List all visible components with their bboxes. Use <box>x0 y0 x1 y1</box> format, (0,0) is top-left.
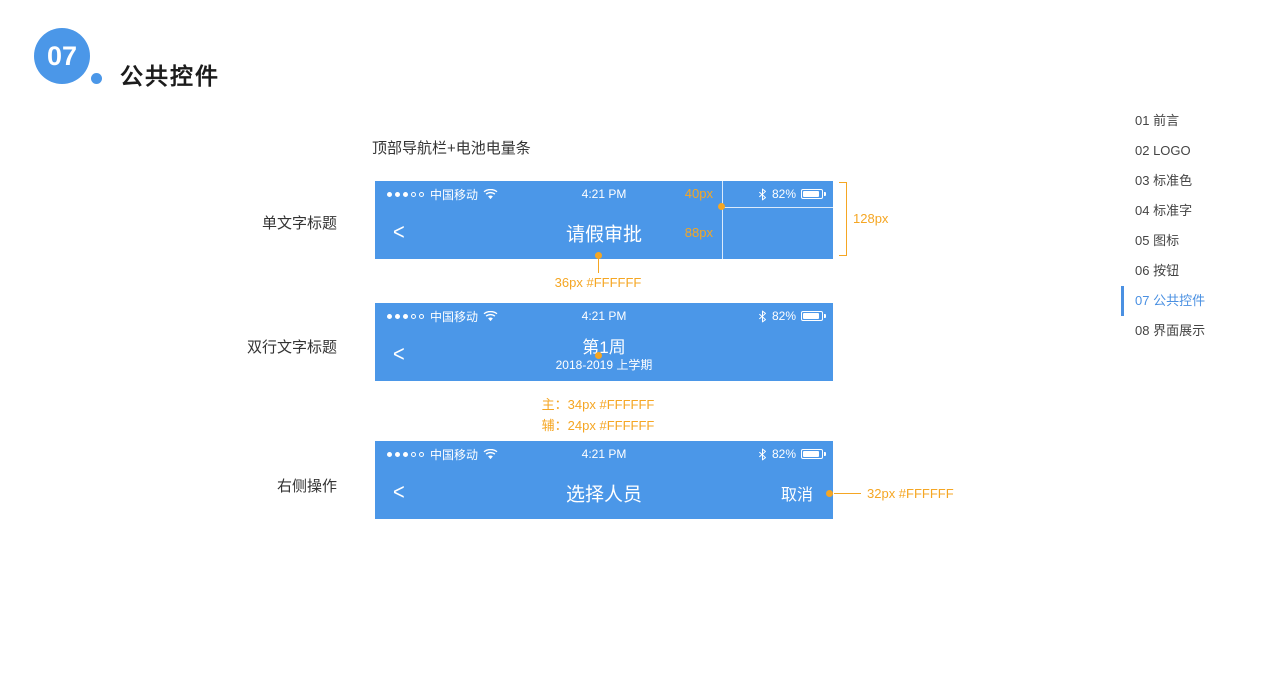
statusbar-left: 中国移动 <box>387 181 498 207</box>
sub-spec-annotation: 辅：24px #FFFFFF <box>541 418 655 433</box>
statusbar-right: 82% <box>758 181 826 207</box>
section-number: 07 <box>46 40 78 71</box>
carrier-label: 中国移动 <box>430 187 479 202</box>
navbar-mockup-single-title: 中国移动 4:21 PM 82% < 请假审批 40px <box>375 181 833 259</box>
bluetooth-icon <box>759 310 766 322</box>
wifi-icon <box>483 188 498 199</box>
decorative-dot <box>91 73 102 84</box>
carrier-label: 中国移动 <box>430 309 479 324</box>
measure-dot <box>826 490 833 497</box>
measure-junction-dot <box>718 203 725 210</box>
toc-sidebar: 01 前言 02 LOGO 03 标准色 04 标准字 05 图标 06 按钮 … <box>1121 106 1205 346</box>
status-bar: 中国移动 4:21 PM 82% <box>375 303 833 329</box>
sidebar-item-07[interactable]: 07 公共控件 <box>1121 286 1205 316</box>
bluetooth-icon <box>759 448 766 460</box>
sidebar-item-04[interactable]: 04 标准字 <box>1135 203 1193 218</box>
bracket-line <box>846 182 847 256</box>
navbar-mockup-right-action: 中国移动 4:21 PM 82% < 选择人员 取消 <box>375 441 833 519</box>
back-chevron-icon[interactable]: < <box>393 219 405 246</box>
battery-fill <box>803 451 820 457</box>
title-spec-annotation: 36px #FFFFFF <box>554 275 642 290</box>
statusbar-left: 中国移动 <box>387 441 498 467</box>
measure-leader-line <box>834 493 861 494</box>
signal-strength-icon <box>387 191 424 197</box>
time-label: 4:21 PM <box>581 447 627 461</box>
statusbar-right: 82% <box>758 303 826 329</box>
carrier-label: 中国移动 <box>430 447 479 462</box>
wifi-icon <box>483 310 498 321</box>
nav-height-annotation: 88px <box>684 225 713 240</box>
signal-strength-icon <box>387 313 424 319</box>
sidebar-item-03[interactable]: 03 标准色 <box>1135 173 1193 188</box>
status-height-annotation: 40px <box>684 186 713 201</box>
battery-percent-label: 82% <box>771 447 796 461</box>
nav-row: < 选择人员 取消 <box>375 467 833 519</box>
battery-fill <box>803 313 820 319</box>
page-title: 公共控件 <box>120 63 220 89</box>
measure-divider-vertical <box>722 181 723 259</box>
nav-title-main: 第1周 <box>582 338 626 357</box>
wifi-icon <box>483 448 498 459</box>
nav-row: < 请假审批 <box>375 207 833 259</box>
signal-strength-icon <box>387 451 424 457</box>
total-height-annotation: 128px <box>853 211 889 226</box>
navbar-mockup-double-title: 中国移动 4:21 PM 82% < 第1周 2018-2019 上学期 <box>375 303 833 381</box>
example-label-right-action: 右侧操作 <box>276 478 337 495</box>
nav-title: 请假审批 <box>565 224 642 246</box>
back-chevron-icon[interactable]: < <box>393 341 405 368</box>
sidebar-item-05[interactable]: 05 图标 <box>1135 233 1180 248</box>
sidebar-item-01[interactable]: 01 前言 <box>1135 113 1180 128</box>
bracket-tick-top <box>839 182 847 183</box>
battery-percent-label: 82% <box>771 187 796 201</box>
measure-divider-horizontal <box>722 207 833 208</box>
battery-icon <box>801 311 826 321</box>
bluetooth-icon <box>759 188 766 200</box>
status-bar: 中国移动 4:21 PM 82% <box>375 441 833 467</box>
status-bar: 中国移动 4:21 PM 82% <box>375 181 833 207</box>
back-chevron-icon[interactable]: < <box>393 479 405 506</box>
nav-title-sub: 2018-2019 上学期 <box>555 358 653 372</box>
action-spec-annotation: 32px #FFFFFF <box>867 486 954 501</box>
nav-title: 选择人员 <box>565 484 642 506</box>
battery-icon <box>801 189 826 199</box>
measure-dot <box>595 352 602 359</box>
time-label: 4:21 PM <box>581 187 627 201</box>
sidebar-item-08[interactable]: 08 界面展示 <box>1135 323 1206 338</box>
time-label: 4:21 PM <box>581 309 627 323</box>
sidebar-item-06[interactable]: 06 按钮 <box>1135 263 1180 278</box>
statusbar-right: 82% <box>758 441 826 467</box>
cancel-button[interactable]: 取消 <box>780 487 813 504</box>
example-label-double-title: 双行文字标题 <box>246 339 337 356</box>
battery-percent-label: 82% <box>771 309 796 323</box>
measure-leader-line <box>598 259 599 273</box>
battery-icon <box>801 449 826 459</box>
bracket-tick-bottom <box>839 255 847 256</box>
main-spec-annotation: 主：34px #FFFFFF <box>541 397 655 412</box>
battery-fill <box>803 191 820 197</box>
measure-dot <box>595 252 602 259</box>
group-title: 顶部导航栏+电池电量条 <box>372 140 531 157</box>
example-label-single-title: 单文字标题 <box>261 215 337 232</box>
sidebar-item-02[interactable]: 02 LOGO <box>1135 143 1191 158</box>
section-number-badge: 07 <box>34 28 90 84</box>
statusbar-left: 中国移动 <box>387 303 498 329</box>
nav-row: < 第1周 2018-2019 上学期 <box>375 329 833 381</box>
